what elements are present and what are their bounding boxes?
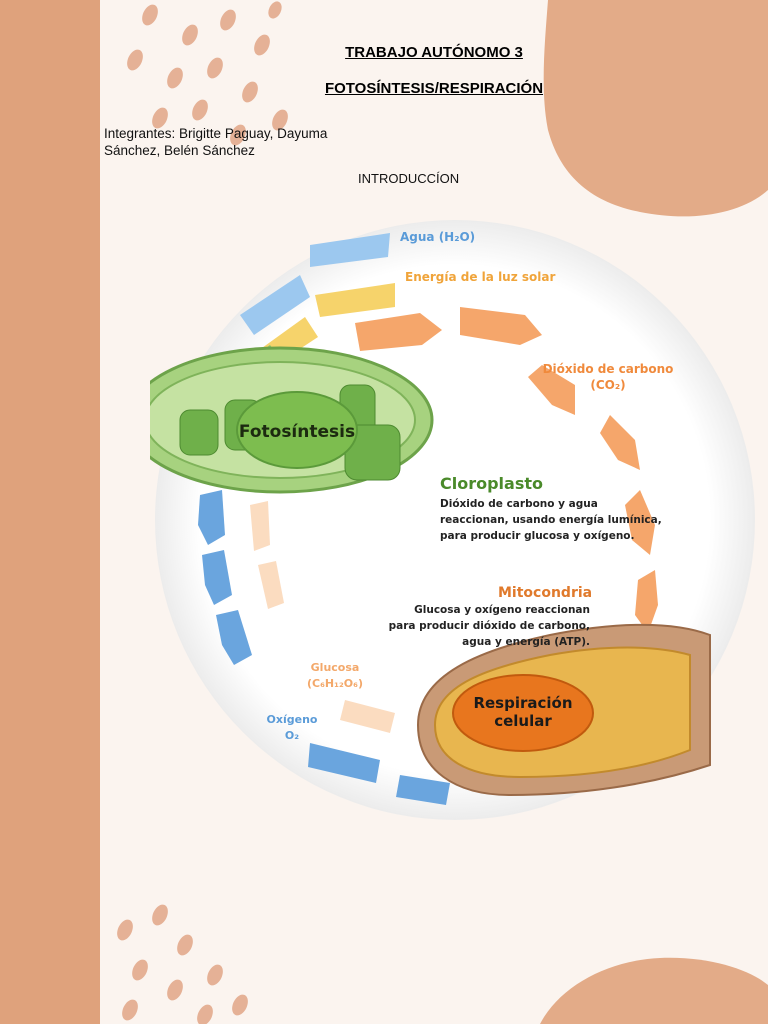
- mitochondrion-illustration: [416, 623, 711, 797]
- oxygen-arrows: [198, 490, 450, 805]
- chloroplast-desc-3: para producir glucosa y oxígeno.: [440, 530, 635, 542]
- water-arrow-2: [240, 275, 310, 335]
- photosynthesis-respiration-diagram: Fotosíntesis Respiración celular Agua (H…: [150, 220, 755, 820]
- top-dot-pattern: [127, 1, 288, 146]
- sunlight-arrow: [315, 283, 395, 317]
- document-subtitle: FOTOSÍNTESIS/RESPIRACIÓN: [324, 80, 544, 97]
- water-arrow: [310, 233, 390, 267]
- chloroplast-desc-2: reaccionan, usando energía lumínica,: [440, 514, 662, 526]
- sunlight-label: Energía de la luz solar: [405, 270, 555, 284]
- co2-arrows: [355, 307, 658, 633]
- mitochondria-title: Mitocondria: [498, 585, 592, 601]
- mitochondria-desc-3: agua y energía (ATP).: [462, 636, 590, 648]
- bottom-right-blob: [540, 957, 768, 1024]
- glucose-arrows: [250, 501, 395, 733]
- chloroplast-desc-1: Dióxido de carbono y agua: [440, 498, 598, 510]
- photosynthesis-label: Fotosíntesis: [239, 422, 355, 442]
- document-title: TRABAJO AUTÓNOMO 3: [345, 44, 523, 61]
- glucose-label-line-2: (C₆H₁₂O₆): [307, 677, 363, 690]
- members-line-2: Sánchez, Belén Sánchez: [104, 143, 255, 158]
- mitochondria-desc-2: para producir dióxido de carbono,: [389, 620, 590, 632]
- respiration-label-line-2: celular: [494, 712, 552, 730]
- section-heading: INTRODUCCÍON: [358, 171, 460, 186]
- co2-label-line-2: (CO₂): [590, 378, 625, 392]
- top-right-blob: [543, 0, 768, 217]
- members-list: Integrantes: Brigitte Paguay, Dayuma Sán…: [104, 125, 364, 159]
- oxygen-label-line-1: Oxígeno: [267, 713, 318, 726]
- respiration-label-line-1: Respiración: [473, 694, 572, 712]
- oxygen-label-line-2: O₂: [285, 729, 299, 742]
- chloroplast-title: Cloroplasto: [440, 474, 543, 493]
- glucose-label-line-1: Glucosa: [311, 661, 360, 674]
- co2-label-line-1: Dióxido de carbono: [543, 362, 674, 376]
- water-label: Agua (H₂O): [400, 230, 475, 244]
- members-line-1: Integrantes: Brigitte Paguay, Dayuma: [104, 126, 328, 141]
- mitochondria-desc-1: Glucosa y oxígeno reaccionan: [414, 604, 590, 616]
- chloroplast-illustration: [150, 346, 434, 494]
- left-decorative-stripe: [0, 0, 100, 1024]
- bottom-dot-pattern: [117, 904, 248, 1024]
